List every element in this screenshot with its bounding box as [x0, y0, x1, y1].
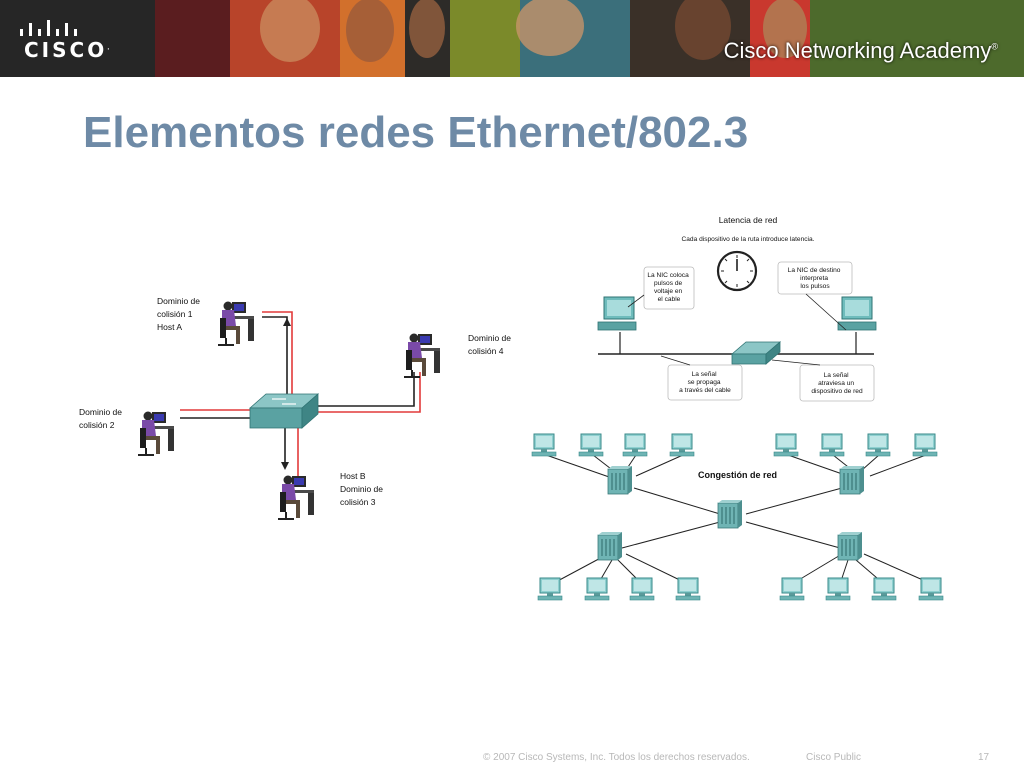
cable-host-a [262, 311, 293, 398]
cisco-wordmark: CISCO. [24, 38, 110, 62]
svg-text:La NIC de destino inte: La NIC de destino interpreta los pulsos [788, 267, 843, 290]
arrow-down-icon [281, 462, 289, 470]
domain-2-workstation-icon [137, 410, 175, 456]
cable-host-a-black [262, 316, 288, 400]
congestion-pc-icon [629, 577, 655, 601]
callout-nic-dest: La NIC de destino interpreta los pulsos [777, 261, 853, 331]
host-a-workstation-icon [217, 300, 255, 346]
domain-4-label: Dominio de colisión 4 [468, 333, 513, 356]
congestion-diagram: Congestión de red [531, 433, 944, 601]
host-a-label: Dominio de colisión 1 Host A [157, 296, 202, 332]
congestion-pc-icon [773, 433, 799, 457]
collision-cables [180, 311, 421, 480]
latency-diagram: Latencia de red Cada dispositivo de la r… [597, 215, 877, 402]
congestion-pc-icon [675, 577, 701, 601]
congestion-pc-icon [825, 577, 851, 601]
domain-4-workstation-icon [403, 332, 441, 378]
congestion-pc-icon [912, 433, 938, 457]
hub-top-right-icon [839, 465, 865, 495]
callout-signal-device: La señal atraviesa un dispositivo de red [771, 359, 875, 402]
cable-domain-4-black [316, 372, 415, 407]
slide-title: Elementos redes Ethernet/802.3 [83, 108, 749, 157]
dest-pc-icon [837, 296, 877, 331]
academy-name: Cisco Networking Academy® [723, 38, 998, 63]
hub-bottom-left-icon [597, 531, 623, 561]
latency-title: Latencia de red [719, 215, 778, 225]
svg-text:La NIC coloca pulsos d: La NIC coloca pulsos de voltaje en el ca… [647, 272, 690, 303]
clock-icon [716, 250, 758, 292]
domain-2-label: Dominio de colisión 2 [79, 407, 124, 430]
hub-top-left-icon [607, 465, 633, 495]
switch-icon [248, 393, 320, 429]
callout-nic-source: La NIC coloca pulsos de voltaje en el ca… [627, 266, 695, 310]
congestion-pc-icon [537, 577, 563, 601]
congestion-title: Congestión de red [698, 470, 777, 480]
footer-classification: Cisco Public [806, 752, 862, 763]
callout-signal-cable: La señal se propaga a través del cable [660, 355, 743, 401]
congestion-pc-icon [669, 433, 695, 457]
latency-switch-icon [730, 341, 782, 365]
cisco-logo: CISCO. [0, 0, 155, 77]
congestion-pc-icon [578, 433, 604, 457]
collision-domain-diagram: Dominio de colisión 1 Host A Dominio de … [79, 296, 513, 520]
congestion-pc-icon [918, 577, 944, 601]
congestion-pc-icon [819, 433, 845, 457]
header-photo-strip [155, 0, 1024, 77]
latency-subtitle: Cada dispositivo de la ruta introduce la… [681, 236, 814, 243]
congestion-pc-icon [584, 577, 610, 601]
svg-text:La señal atraviesa un: La señal atraviesa un dispositivo de red [811, 372, 863, 395]
congestion-pc-icon [622, 433, 648, 457]
source-pc-icon [597, 296, 637, 331]
hub-bottom-right-icon [837, 531, 863, 561]
svg-text:La señal se propaga: La señal se propaga a través del cable [679, 371, 731, 394]
arrow-up-icon [283, 318, 291, 326]
congestion-pc-icon [865, 433, 891, 457]
cable-domain-4 [316, 372, 421, 413]
host-b-label: Host B Dominio de colisión 3 [340, 471, 385, 507]
page-number: 17 [978, 752, 990, 763]
footer-copyright: © 2007 Cisco Systems, Inc. Todos los der… [483, 752, 750, 763]
congestion-pc-icon [779, 577, 805, 601]
congestion-pc-icon [871, 577, 897, 601]
header-banner: CISCO. Cisco Networking Academy® [0, 0, 1024, 77]
core-hub-icon [717, 499, 743, 529]
host-b-workstation-icon [277, 474, 315, 520]
cisco-bridge-icon [20, 20, 77, 36]
congestion-pc-icon [531, 433, 557, 457]
